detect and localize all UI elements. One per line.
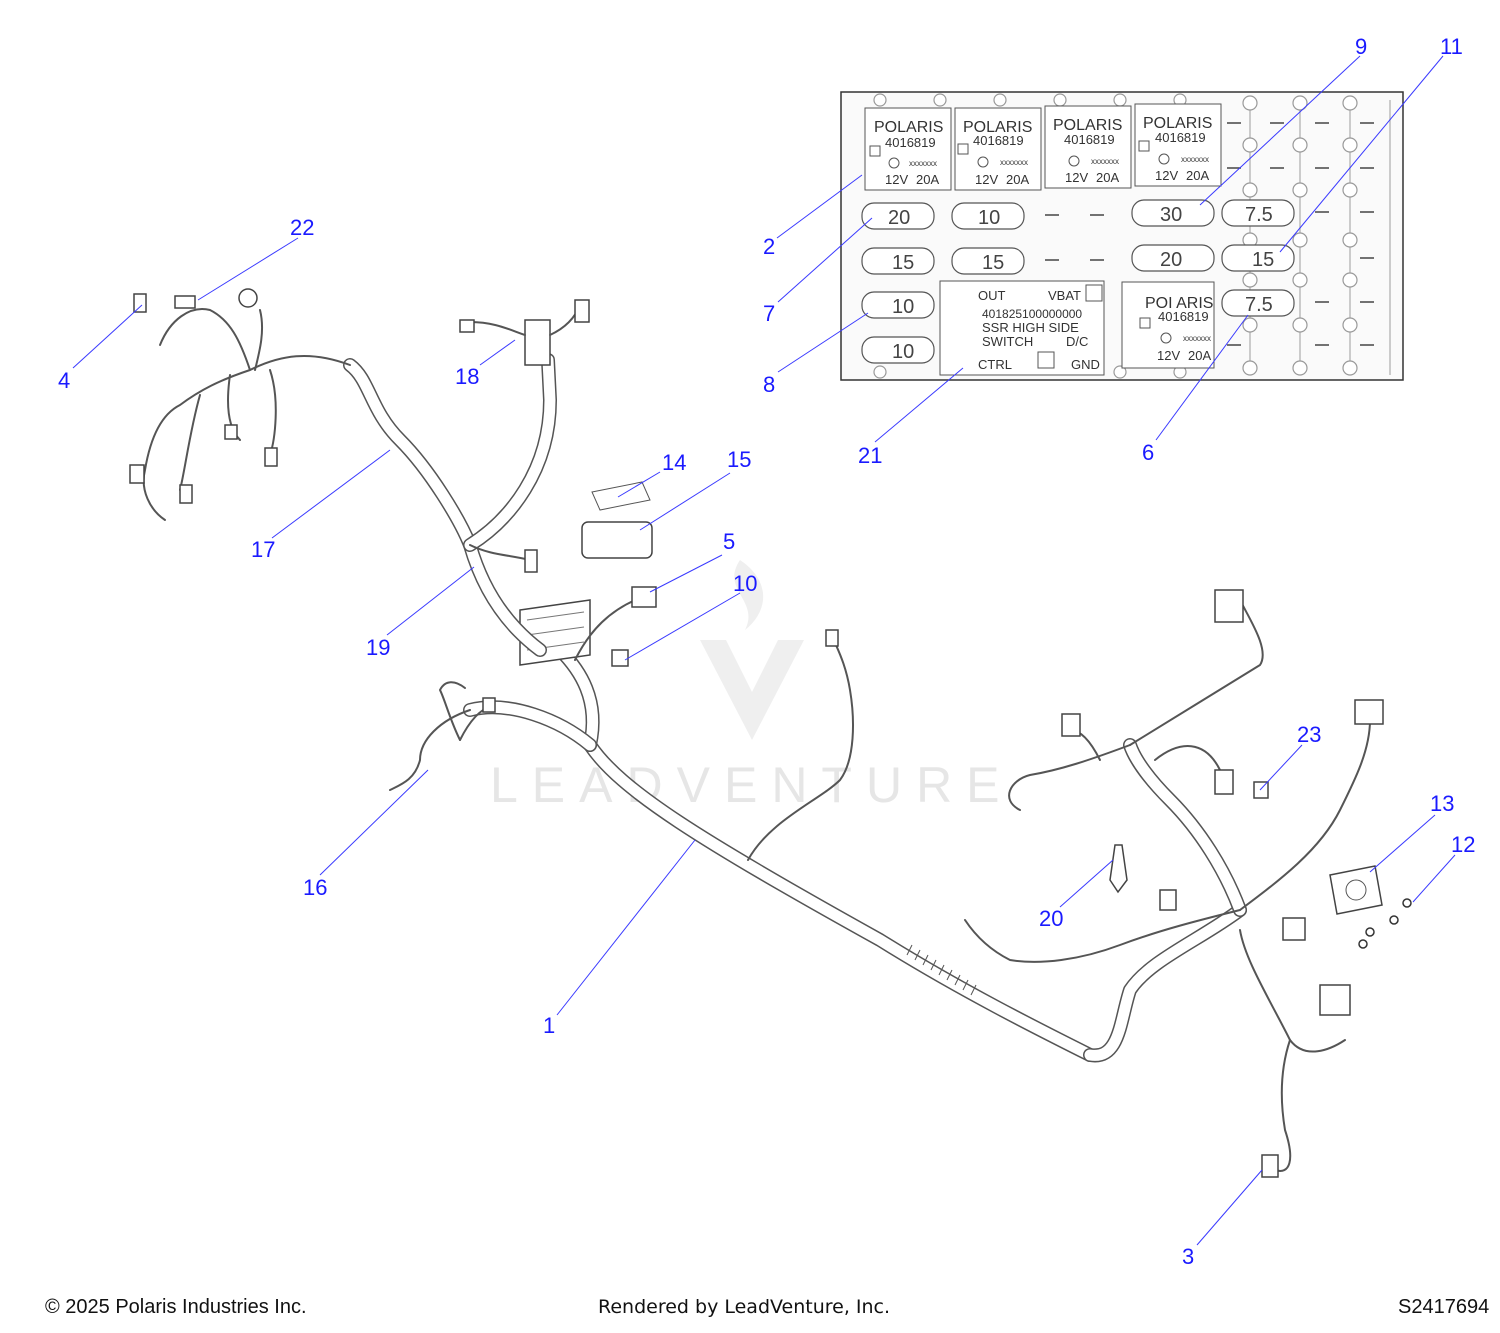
callout-7: 7 xyxy=(763,301,775,326)
copyright-text: © 2025 Polaris Industries Inc. xyxy=(45,1296,307,1318)
callout-10: 10 xyxy=(733,571,757,596)
svg-text:4016819: 4016819 xyxy=(1155,130,1206,145)
svg-text:SSR HIGH SIDE: SSR HIGH SIDE xyxy=(982,320,1079,335)
callout-1: 1 xyxy=(543,1013,555,1038)
connector-23 xyxy=(1253,781,1269,799)
svg-text:401825100000000: 401825100000000 xyxy=(982,307,1082,321)
svg-text:4016819: 4016819 xyxy=(1064,132,1115,147)
svg-text:4016819: 4016819 xyxy=(973,133,1024,148)
relay-3d: POLARIS 4016819 xxxxxxx 12V 20A xyxy=(1134,103,1222,187)
svg-text:VBAT: VBAT xyxy=(1048,288,1081,303)
svg-text:OUT: OUT xyxy=(978,288,1006,303)
connector-18 xyxy=(524,319,551,366)
callout-3: 3 xyxy=(1182,1244,1194,1269)
callout-2: 2 xyxy=(763,234,775,259)
svg-text:POI ARIS: POI ARIS xyxy=(1145,295,1213,312)
callout-4: 4 xyxy=(58,368,70,393)
callout-numbers: 1 2 3 4 5 6 7 8 9 10 11 12 13 14 15 16 1… xyxy=(58,34,1475,1269)
callout-9: 9 xyxy=(1355,34,1367,59)
connector-5 xyxy=(631,586,657,608)
svg-text:POLARIS: POLARIS xyxy=(874,119,943,136)
svg-text:7.5: 7.5 xyxy=(1245,294,1273,316)
rendered-by-text: Rendered by LeadVenture, Inc. xyxy=(598,1296,891,1318)
svg-text:4016819: 4016819 xyxy=(885,135,936,150)
callout-18: 18 xyxy=(455,364,479,389)
svg-text:20A: 20A xyxy=(1096,170,1119,185)
svg-text:POLARIS: POLARIS xyxy=(1053,117,1122,134)
callout-14: 14 xyxy=(662,450,686,475)
callout-20: 20 xyxy=(1039,906,1063,931)
svg-text:15: 15 xyxy=(892,252,914,274)
svg-text:xxxxxxx: xxxxxxx xyxy=(909,159,937,168)
callout-5: 5 xyxy=(723,529,735,554)
relay-6: POI ARIS 4016819 xxxxxxx 12V 20A xyxy=(1121,281,1215,369)
svg-text:7.5: 7.5 xyxy=(1245,204,1273,226)
leader-lines xyxy=(72,55,1456,1246)
svg-text:xxxxxxx: xxxxxxx xyxy=(1181,155,1209,164)
fuse-box-inset: POLARIS 4016819 xxxxxxx 12V 20A POLARIS … xyxy=(840,91,1404,381)
callout-21: 21 xyxy=(858,443,882,468)
svg-text:12V: 12V xyxy=(1157,348,1180,363)
label-14 xyxy=(591,481,651,511)
svg-text:10: 10 xyxy=(978,207,1000,229)
svg-text:20: 20 xyxy=(888,207,910,229)
callout-16: 16 xyxy=(303,875,327,900)
svg-text:12V: 12V xyxy=(1065,170,1088,185)
callout-22: 22 xyxy=(290,215,314,240)
svg-text:10: 10 xyxy=(892,296,914,318)
svg-text:12V: 12V xyxy=(975,172,998,187)
main-harness xyxy=(129,288,1412,1178)
svg-text:20A: 20A xyxy=(1188,348,1211,363)
svg-text:12V: 12V xyxy=(1155,168,1178,183)
screws-12 xyxy=(1358,898,1412,949)
svg-text:20A: 20A xyxy=(1006,172,1029,187)
callout-23: 23 xyxy=(1297,722,1321,747)
svg-text:30: 30 xyxy=(1160,204,1182,226)
fuse-box-connector xyxy=(519,599,591,666)
svg-text:xxxxxxx: xxxxxxx xyxy=(1183,334,1211,343)
module-15 xyxy=(581,521,653,559)
svg-text:SWITCH: SWITCH xyxy=(982,334,1033,349)
relay-2: POLARIS 4016819 xxxxxxx 12V 20A xyxy=(864,107,952,191)
svg-text:4016819: 4016819 xyxy=(1158,309,1209,324)
callout-13: 13 xyxy=(1430,791,1454,816)
callout-6: 6 xyxy=(1142,440,1154,465)
svg-text:20A: 20A xyxy=(1186,168,1209,183)
callout-19: 19 xyxy=(366,635,390,660)
svg-text:POLARIS: POLARIS xyxy=(1143,115,1212,132)
svg-text:15: 15 xyxy=(982,252,1004,274)
boot-20 xyxy=(1109,844,1128,894)
relay-3c: POLARIS 4016819 xxxxxxx 12V 20A xyxy=(1044,105,1132,189)
callout-11: 11 xyxy=(1440,34,1463,59)
svg-text:CTRL: CTRL xyxy=(978,357,1012,372)
callout-12: 12 xyxy=(1451,832,1475,857)
callout-15: 15 xyxy=(727,447,751,472)
connector-10 xyxy=(611,649,629,667)
callout-17: 17 xyxy=(251,537,275,562)
watermark: LEADVENTURE xyxy=(490,560,1014,813)
svg-text:15: 15 xyxy=(1252,249,1274,271)
svg-text:10: 10 xyxy=(892,341,914,363)
watermark-text: LEADVENTURE xyxy=(490,757,1014,813)
relay-3b: POLARIS 4016819 xxxxxxx 12V 20A xyxy=(954,107,1042,191)
svg-text:xxxxxxx: xxxxxxx xyxy=(1000,158,1028,167)
svg-text:POLARIS: POLARIS xyxy=(963,119,1032,136)
ssr-high-side-switch: OUT VBAT 401825100000000 SSR HIGH SIDE S… xyxy=(939,280,1105,376)
svg-text:xxxxxxx: xxxxxxx xyxy=(1091,157,1119,166)
svg-text:D/C: D/C xyxy=(1066,334,1088,349)
svg-text:12V: 12V xyxy=(885,172,908,187)
svg-text:GND: GND xyxy=(1071,357,1100,372)
diagram-code: S2417694 xyxy=(1398,1296,1490,1318)
callout-8: 8 xyxy=(763,372,775,397)
svg-text:20A: 20A xyxy=(916,172,939,187)
svg-text:20: 20 xyxy=(1160,249,1182,271)
